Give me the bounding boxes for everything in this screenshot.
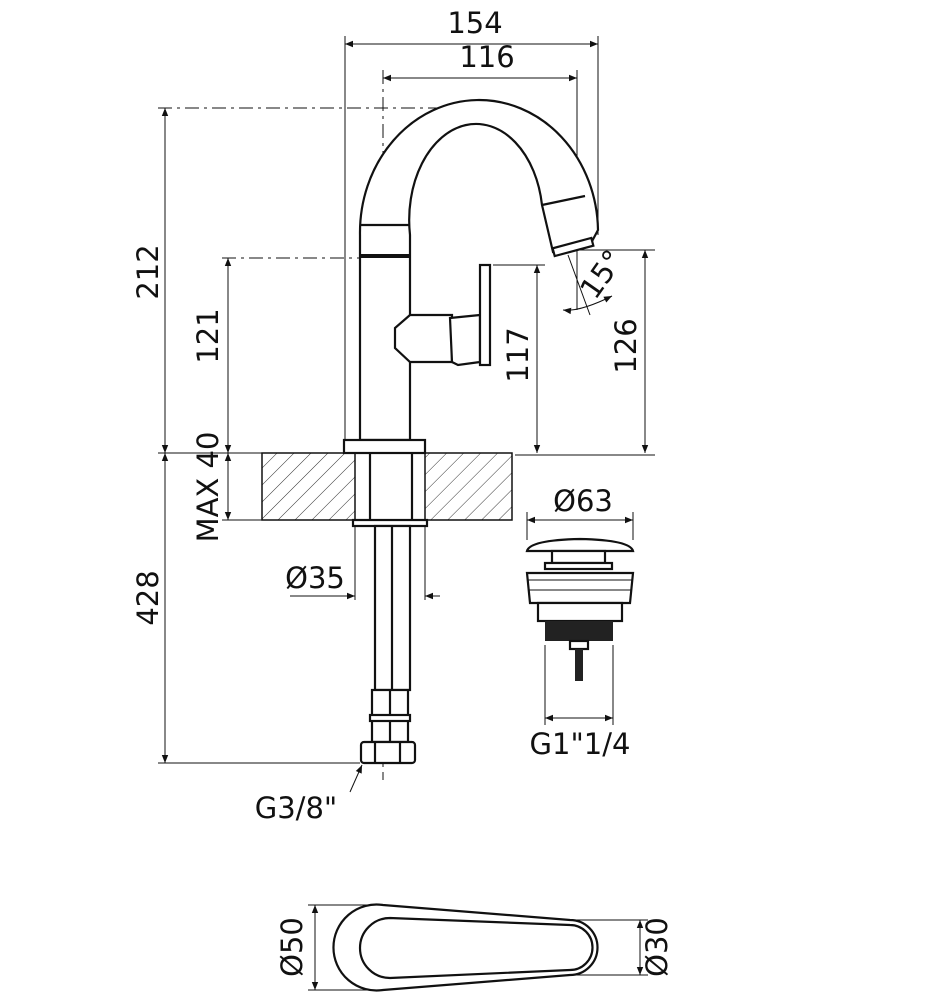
dim-116: 116 [459, 40, 514, 74]
plan-view [332, 903, 599, 992]
dim-121: 121 [191, 308, 225, 363]
dim-max-40: MAX 40 [191, 432, 225, 543]
supply-hoses [351, 453, 429, 765]
dim-d50: Ø50 [275, 917, 309, 977]
dim-428: 428 [131, 570, 165, 625]
thread-g3-8: G3/8" [255, 791, 337, 825]
dim-15-degrees: 15° [573, 243, 630, 305]
dim-117: 117 [501, 327, 535, 382]
dim-d35: Ø35 [285, 561, 345, 595]
dim-154: 154 [447, 6, 502, 40]
dim-d63: Ø63 [553, 484, 613, 518]
dim-d30: Ø30 [640, 917, 674, 977]
popup-drain [525, 537, 635, 681]
faucet-body [342, 98, 600, 455]
countertop-section [261, 452, 513, 521]
thread-g1-1-4: G1"1/4 [530, 727, 631, 761]
dim-212: 212 [131, 244, 165, 299]
dim-126: 126 [609, 318, 643, 373]
